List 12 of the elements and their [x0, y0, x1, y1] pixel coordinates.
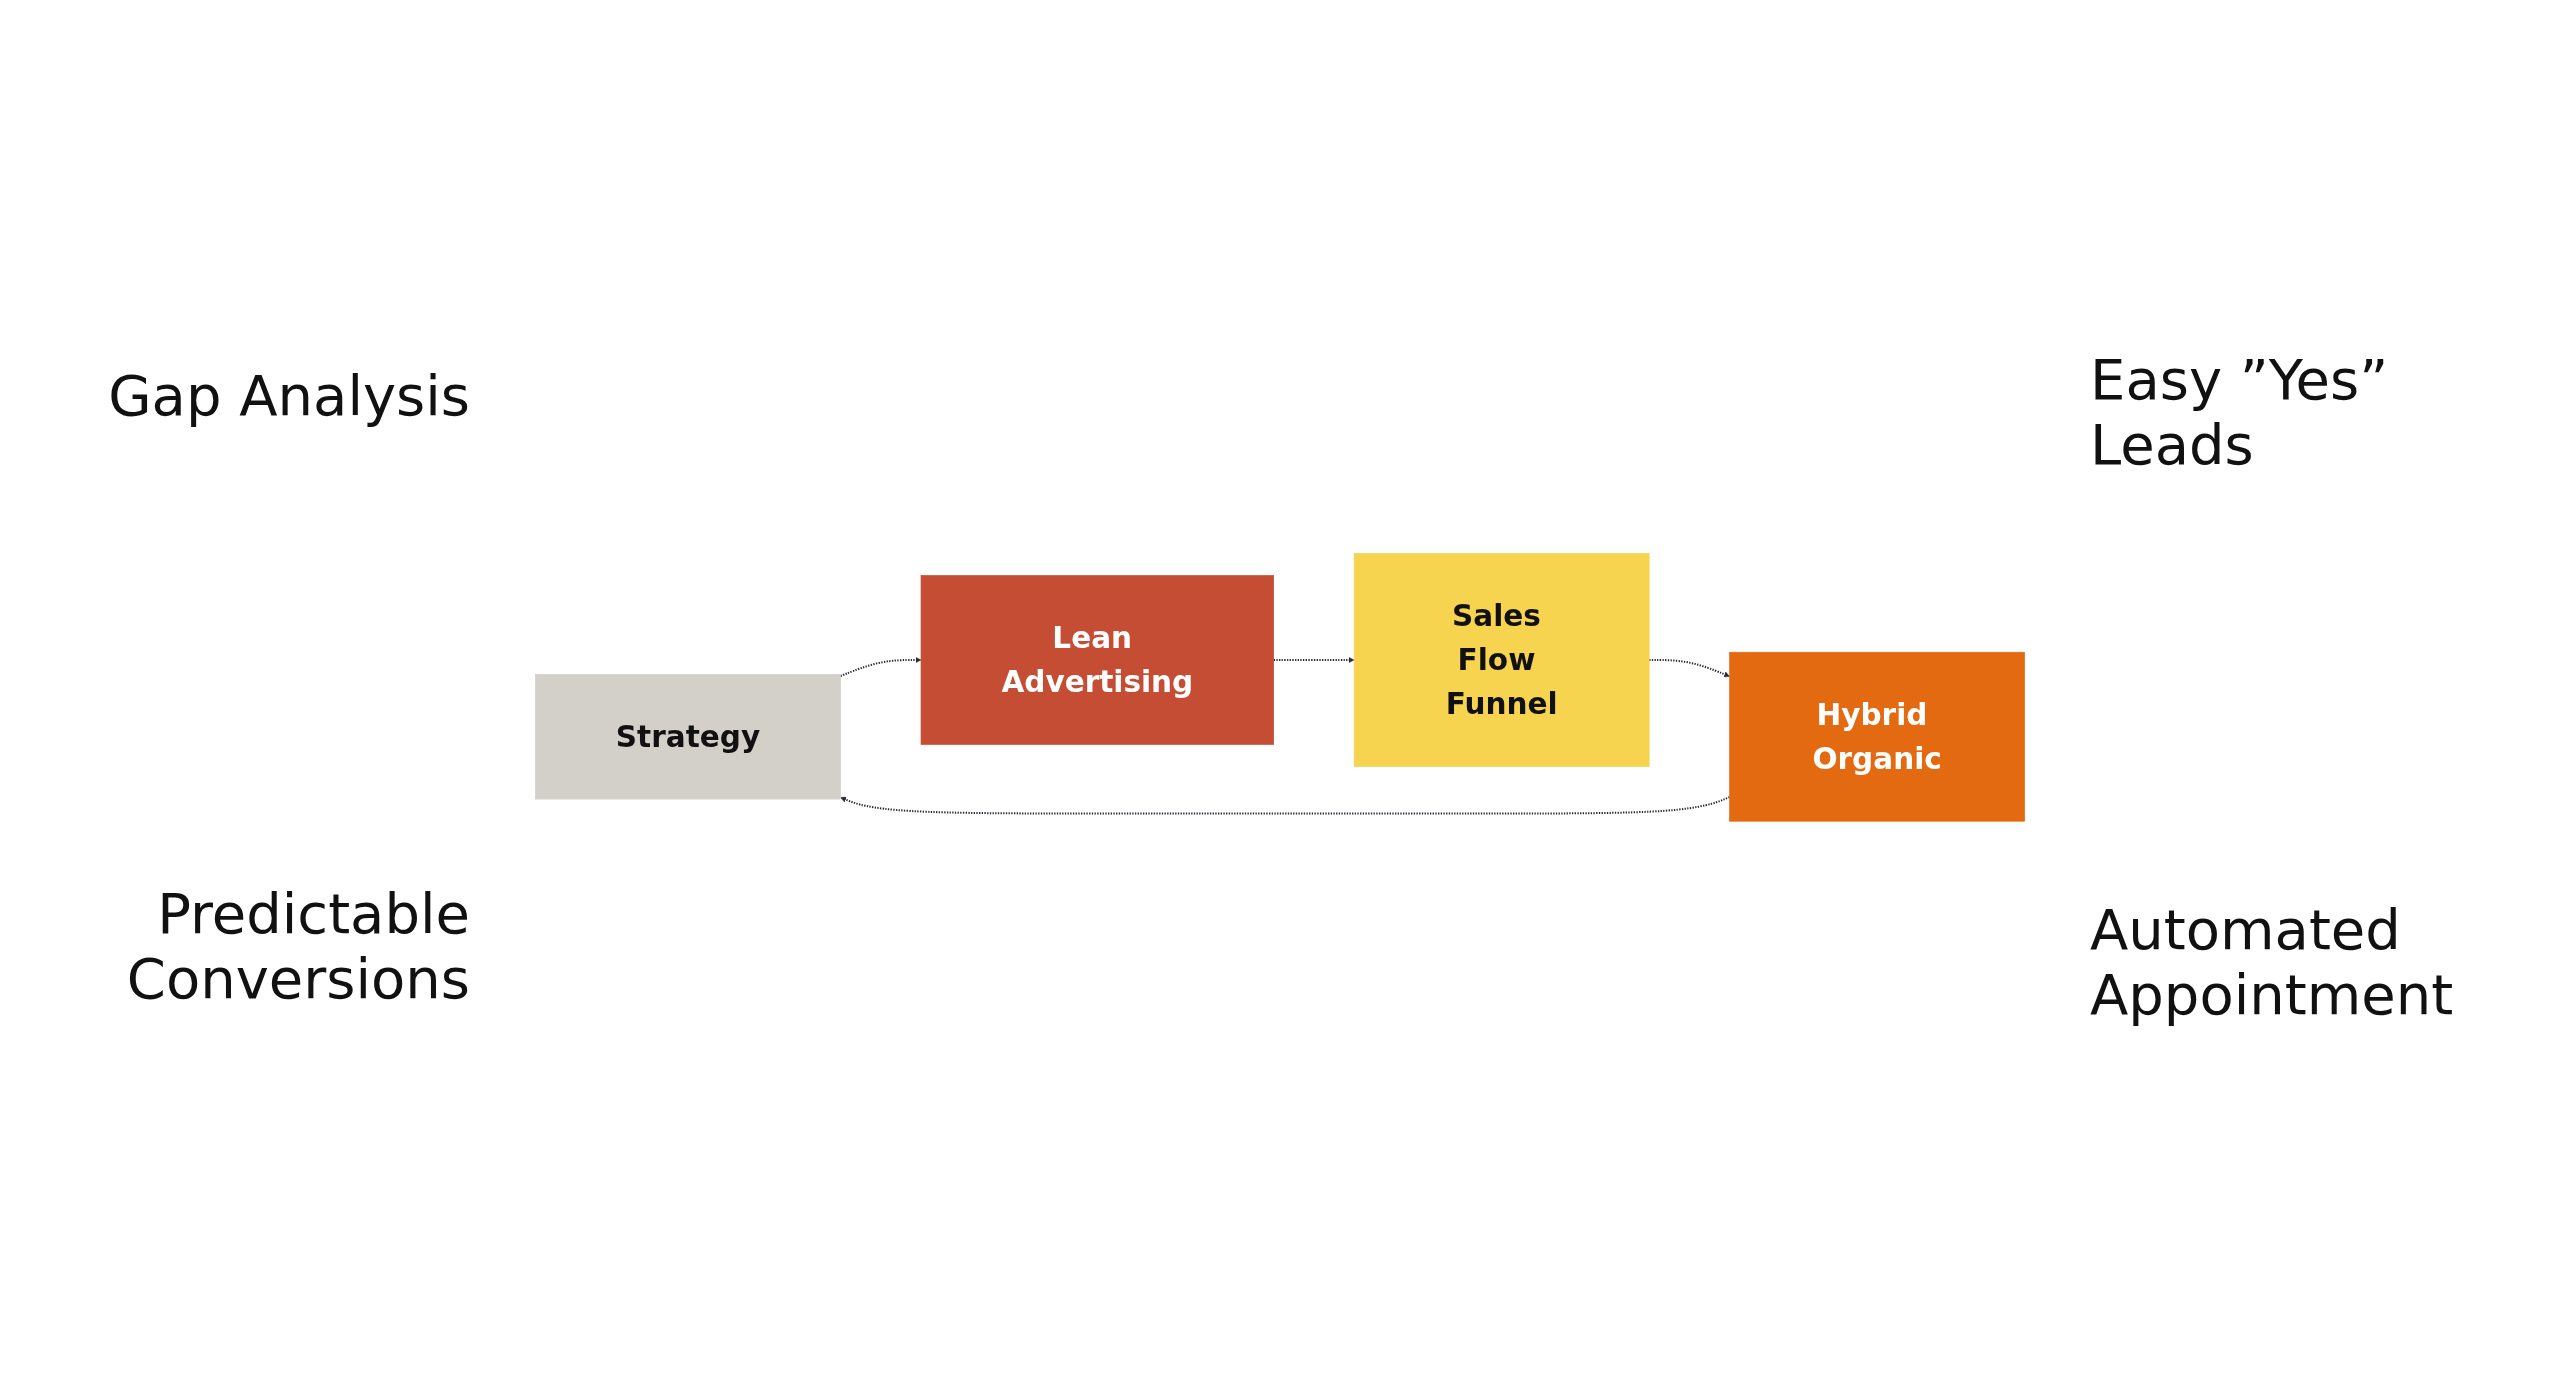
side-label: Automated Appointment [2090, 897, 2455, 1027]
arrow [840, 795, 1730, 815]
arrow [1273, 656, 1355, 663]
arrow [1649, 658, 1730, 677]
node-box: Lean Advertising [920, 574, 1274, 745]
side-label: Gap Analysis [107, 363, 470, 429]
arrow [840, 656, 922, 677]
side-label: Predictable Conversions [125, 880, 470, 1011]
node-box: Sales Flow Funnel [1353, 552, 1650, 767]
node-box: Strategy [535, 673, 841, 800]
side-label: Easy ”Yes” Leads [2090, 347, 2390, 477]
node-box: Hybrid Organic [1729, 651, 2025, 822]
